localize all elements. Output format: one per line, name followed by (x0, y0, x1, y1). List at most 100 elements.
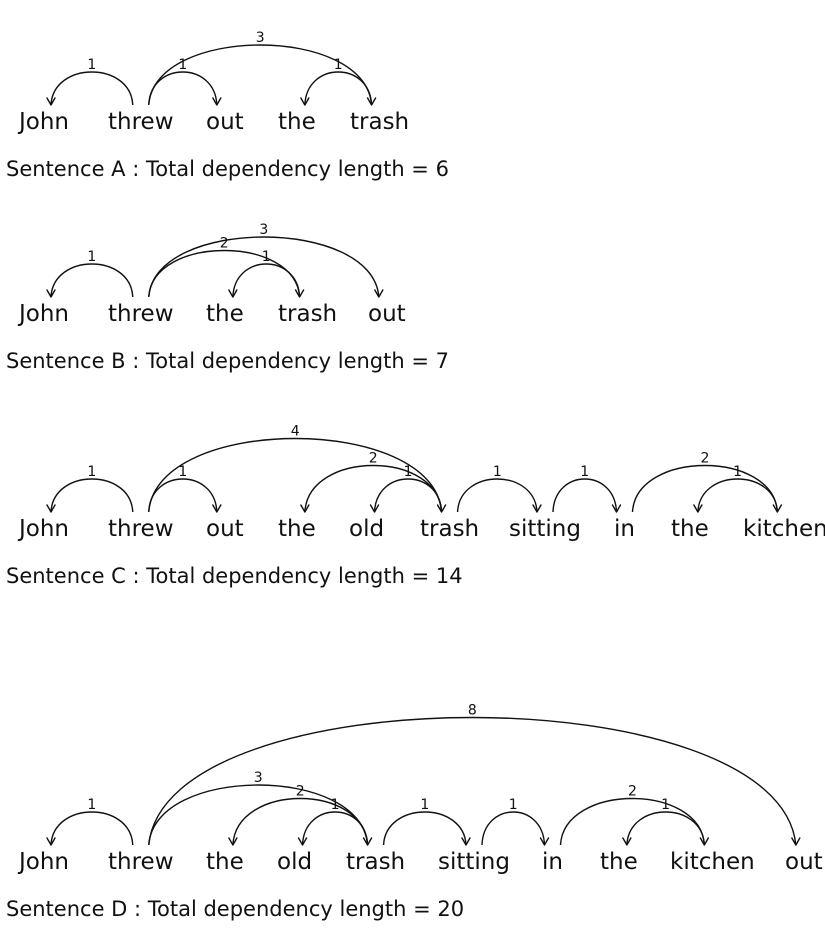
dependency-length-label: 1 (733, 464, 742, 480)
word-trash: trash (420, 516, 479, 542)
dependency-length-label: 2 (628, 784, 637, 800)
word-threw: threw (108, 849, 174, 875)
arrowhead-icon (539, 837, 550, 846)
word-sitting: sitting (438, 849, 510, 875)
arrowhead-icon (461, 837, 471, 846)
word-in: in (614, 516, 635, 542)
arrowhead-icon (699, 837, 710, 846)
dependency-arc (50, 71, 134, 106)
dependency-arc (304, 464, 443, 513)
word-old: old (277, 849, 312, 875)
word-out: out (206, 516, 244, 542)
word-in: in (542, 849, 563, 875)
arrowhead-icon (46, 289, 56, 298)
dependency-arc (148, 249, 301, 298)
dependency-arc (148, 716, 797, 846)
word-threw: threw (108, 301, 174, 327)
sentence-c-caption: Sentence C : Total dependency length = 1… (6, 564, 463, 588)
word-trash: trash (346, 849, 405, 875)
word-out: out (368, 301, 406, 327)
word-john: John (17, 516, 69, 542)
arrowhead-icon (228, 289, 238, 298)
word-kitchen: kitchen (670, 849, 755, 875)
word-the: the (206, 301, 244, 327)
arrowhead-icon (300, 97, 310, 106)
dependency-length-label: 1 (580, 464, 589, 480)
word-the: the (600, 849, 638, 875)
dependency-length-label: 2 (220, 236, 229, 252)
dependency-arc (148, 236, 380, 298)
dependency-length-label: 2 (369, 451, 378, 467)
dependency-length-label: 3 (256, 30, 265, 46)
word-john: John (17, 849, 69, 875)
arrowhead-icon (791, 837, 801, 846)
dependency-length-label: 1 (420, 797, 429, 813)
word-john: John (17, 109, 69, 135)
dependency-arc (148, 437, 443, 513)
dependency-length-label: 1 (404, 464, 413, 480)
arrowhead-icon (772, 504, 783, 513)
dependency-length-label: 3 (259, 222, 268, 238)
arrowhead-icon (46, 837, 56, 846)
dependency-length-label: 2 (296, 784, 305, 800)
arrowhead-icon (212, 97, 222, 106)
dependency-length-label: 1 (87, 57, 96, 73)
dependency-length-label: 1 (334, 57, 343, 73)
dependency-arc (148, 784, 369, 846)
dependency-length-label: 1 (87, 464, 96, 480)
sentence-b-caption: Sentence B : Total dependency length = 7 (6, 349, 449, 373)
dependency-length-label: 1 (661, 797, 670, 813)
arrowhead-icon (693, 504, 703, 513)
arrowhead-icon (622, 837, 632, 846)
dependency-length-label: 3 (254, 770, 263, 786)
word-trash: trash (278, 301, 337, 327)
dependency-length-label: 1 (178, 57, 187, 73)
word-the: the (671, 516, 709, 542)
arrowhead-icon (532, 504, 542, 513)
dependency-length-label: 1 (331, 797, 340, 813)
sentence-d-caption: Sentence D : Total dependency length = 2… (6, 897, 464, 921)
sentence-a-arcs: 1 1 3 1 (46, 30, 377, 106)
dependency-length-label: 1 (262, 249, 271, 265)
dependency-length-label: 8 (468, 703, 477, 719)
dependency-length-label: 1 (87, 249, 96, 265)
dependency-arc (697, 478, 779, 513)
word-out: out (206, 109, 244, 135)
word-the: the (278, 109, 316, 135)
dependency-length-label: 4 (291, 424, 300, 440)
word-the: the (206, 849, 244, 875)
dependency-arc (232, 263, 301, 298)
dependency-arc (456, 478, 538, 513)
word-john: John (17, 301, 69, 327)
dependency-arc (301, 811, 369, 846)
word-old: old (349, 516, 384, 542)
dependency-arc (148, 71, 218, 106)
arrowhead-icon (46, 504, 56, 513)
sentence-b: 1 2 3 1 John threw the trash out Sentence B… (6, 222, 449, 373)
dependency-length-label: 1 (509, 797, 518, 813)
sentence-a-caption: Sentence A : Total dependency length = 6 (6, 157, 449, 181)
dependency-arc (631, 464, 779, 513)
dependency-arc (148, 44, 373, 106)
dependency-arc (373, 478, 443, 513)
arrowhead-icon (297, 837, 308, 846)
dependency-arc (626, 811, 706, 846)
dependency-length-label: 2 (700, 451, 709, 467)
arrowhead-icon (228, 837, 238, 846)
dependency-arc (50, 478, 134, 513)
arrowhead-icon (611, 504, 622, 513)
dependency-length-label: 1 (493, 464, 502, 480)
dependency-arc (382, 811, 467, 846)
dependency-arc (552, 478, 618, 513)
word-sitting: sitting (509, 516, 581, 542)
arrowhead-icon (46, 97, 56, 106)
word-the: the (278, 516, 316, 542)
arrowhead-icon (212, 504, 222, 513)
word-kitchen: kitchen (743, 516, 825, 542)
arrowhead-icon (300, 504, 310, 513)
dependency-arc (232, 797, 369, 846)
